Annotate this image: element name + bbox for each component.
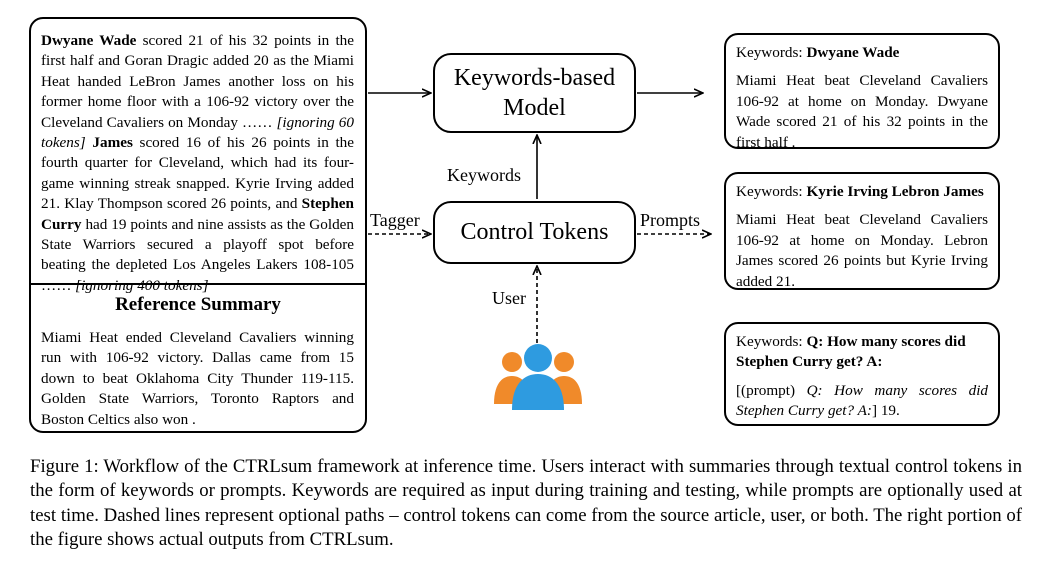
source-divider	[31, 283, 365, 285]
output-box-2: Keywords: Kyrie Irving Lebron James Miam…	[724, 172, 1000, 290]
source-text-3: had 19 points and nine assists as the Go…	[41, 215, 354, 294]
prompts-label: Prompts	[640, 210, 701, 230]
keyword-james: James	[92, 134, 133, 152]
keyword-stephen-curry: Stephen Curry	[41, 195, 354, 233]
reference-summary-title: Reference Summary	[115, 294, 281, 315]
output-prompt-prefix: [(prompt)	[736, 381, 807, 399]
output-kw-label: Keywords:	[736, 333, 807, 350]
source-article-text: Dwyane Wade scored 21 of his 32 points i…	[41, 31, 354, 296]
source-text-1: scored 21 of his 32 points in the first …	[41, 32, 354, 131]
output-kw-label: Keywords:	[736, 183, 807, 200]
source-article-box: Dwyane Wade scored 21 of his 32 points i…	[29, 17, 367, 433]
output-box-1: Keywords: Dwyane Wade Miami Heat beat Cl…	[724, 33, 1000, 151]
output-summary: Miami Heat beat Cleveland Cavaliers 106-…	[736, 72, 988, 151]
output-summary: Miami Heat beat Cleveland Cavaliers 106-…	[736, 211, 988, 290]
model-label-line1: Keywords-based	[453, 65, 616, 91]
control-tokens-box: Control Tokens	[433, 201, 636, 264]
output-kw-label: Keywords:	[736, 44, 807, 61]
ignored-tokens-note: [ignoring 60 tokens]	[41, 113, 354, 152]
tagger-label: Tagger	[370, 210, 420, 230]
users-icon	[494, 344, 582, 410]
model-label-line2: Model	[503, 95, 566, 121]
control-tokens-label: Control Tokens	[460, 219, 609, 245]
output-prompt-question: Q: How many scores did Stephen Curry get…	[736, 381, 989, 420]
reference-summary-text: Miami Heat ended Cleveland Cavaliers win…	[41, 329, 354, 428]
output-prompt-answer: ] 19.	[871, 402, 900, 420]
keywords-label: Keywords	[447, 165, 521, 185]
output-keyword: Dwyane Wade	[806, 44, 900, 61]
output-box-3: Keywords: Q: How many scores did Stephen…	[724, 322, 1000, 426]
keyword-dwyane-wade: Dwyane Wade	[41, 32, 137, 49]
source-text-2: scored 16 of his 26 points in the fourth…	[41, 134, 354, 213]
user-label: User	[492, 288, 526, 308]
figure-caption: Figure 1: Workflow of the CTRLsum framew…	[30, 456, 1022, 551]
ignored-tokens-note-2: [ignoring 400 tokens]	[75, 276, 209, 294]
output-keyword: Kyrie Irving Lebron James	[806, 183, 984, 200]
output-keyword: Q: How many scores did Stephen Curry get…	[736, 333, 966, 371]
